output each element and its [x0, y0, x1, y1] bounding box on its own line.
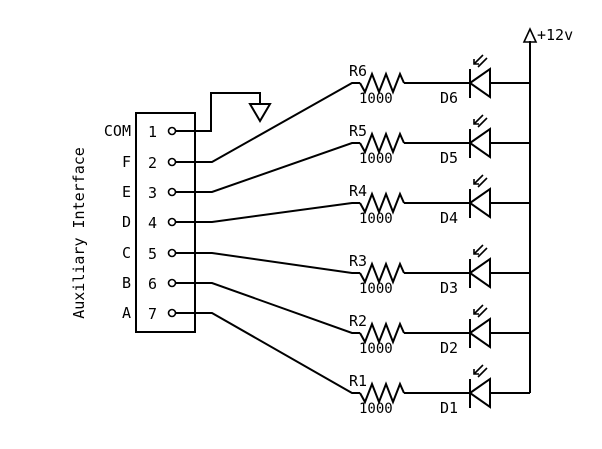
pin-signal-label: A [122, 304, 131, 322]
pin-number-label: 7 [148, 305, 157, 323]
pin-terminal [167, 157, 177, 167]
pin-terminal [167, 308, 177, 318]
resistor-label: R1 [349, 372, 367, 390]
channel-wire [176, 82, 360, 163]
led-label: D4 [440, 209, 458, 227]
com-ground-wire [176, 92, 261, 132]
resistor-label: R3 [349, 252, 367, 270]
light-arrow-icon [473, 364, 484, 375]
channel-wire [176, 142, 360, 193]
resistor-icon [359, 131, 405, 155]
resistor-label: R2 [349, 312, 367, 330]
led-icon [468, 317, 491, 349]
led-icon [468, 67, 491, 99]
light-arrow-icon [473, 174, 484, 185]
pin-signal-label: COM [104, 122, 131, 140]
light-arrow-icon [477, 307, 488, 318]
resistor-label: R5 [349, 122, 367, 140]
light-arrowhead-icon [473, 119, 479, 125]
led-channel: R3 1000 D3 [176, 244, 530, 297]
resistor-label: R6 [349, 62, 367, 80]
supply-label: +12v [537, 26, 573, 44]
channel-wire [176, 282, 360, 334]
pin-signal-label: E [122, 183, 131, 201]
pin-signal-label: B [122, 274, 131, 292]
pin-number-label: 4 [148, 214, 157, 232]
light-arrowhead-icon [473, 369, 479, 375]
light-arrow-icon [477, 367, 488, 378]
resistor-icon [359, 381, 405, 405]
led-icon [468, 127, 491, 159]
pin-signal-label: C [122, 244, 131, 262]
led-channel: R5 1000 D5 [176, 114, 530, 193]
led-label: D1 [440, 399, 458, 417]
led-icon [468, 377, 491, 409]
light-arrowhead-icon [473, 179, 479, 185]
resistor-icon [359, 321, 405, 345]
resistor-label: R4 [349, 182, 367, 200]
light-arrow-icon [477, 117, 488, 128]
channel-wire [176, 202, 360, 223]
pin-number-label: 2 [148, 154, 157, 172]
light-arrow-icon [473, 114, 484, 125]
pin-terminal [167, 217, 177, 227]
light-arrow-icon [473, 244, 484, 255]
pin-terminal [167, 126, 177, 136]
light-arrow-icon [477, 177, 488, 188]
light-arrow-icon [477, 247, 488, 258]
pin-terminal [167, 278, 177, 288]
resistor-value: 1000 [359, 281, 393, 297]
channel-wire [176, 252, 360, 274]
led-channel: R4 1000 D4 [176, 174, 530, 227]
light-arrowhead-icon [473, 249, 479, 255]
pin-terminal [167, 248, 177, 258]
channel-wire [176, 312, 360, 394]
resistor-value: 1000 [359, 91, 393, 107]
led-label: D2 [440, 339, 458, 357]
pin-signal-label: F [122, 153, 131, 171]
resistor-value: 1000 [359, 211, 393, 227]
pin-number-label: 1 [148, 123, 157, 141]
light-arrowhead-icon [473, 59, 479, 65]
led-channel: R6 1000 D6 [176, 54, 530, 163]
pin-signal-label: D [122, 213, 131, 231]
led-icon [468, 187, 491, 219]
led-icon [468, 257, 491, 289]
pin-number-label: 6 [148, 275, 157, 293]
pin-number-label: 3 [148, 184, 157, 202]
led-label: D3 [440, 279, 458, 297]
light-arrow-icon [473, 304, 484, 315]
resistor-icon [359, 71, 405, 95]
resistor-value: 1000 [359, 151, 393, 167]
light-arrow-icon [477, 57, 488, 68]
led-label: D6 [440, 89, 458, 107]
resistor-icon [359, 261, 405, 285]
supply-arrow-icon [522, 27, 538, 43]
led-label: D5 [440, 149, 458, 167]
resistor-value: 1000 [359, 401, 393, 417]
pin-number-label: 5 [148, 245, 157, 263]
interface-title: Auxiliary Interface [70, 147, 88, 319]
pin-terminal [167, 187, 177, 197]
resistor-value: 1000 [359, 341, 393, 357]
light-arrow-icon [473, 54, 484, 65]
resistor-icon [359, 191, 405, 215]
light-arrowhead-icon [473, 309, 479, 315]
ground-icon [248, 103, 272, 123]
